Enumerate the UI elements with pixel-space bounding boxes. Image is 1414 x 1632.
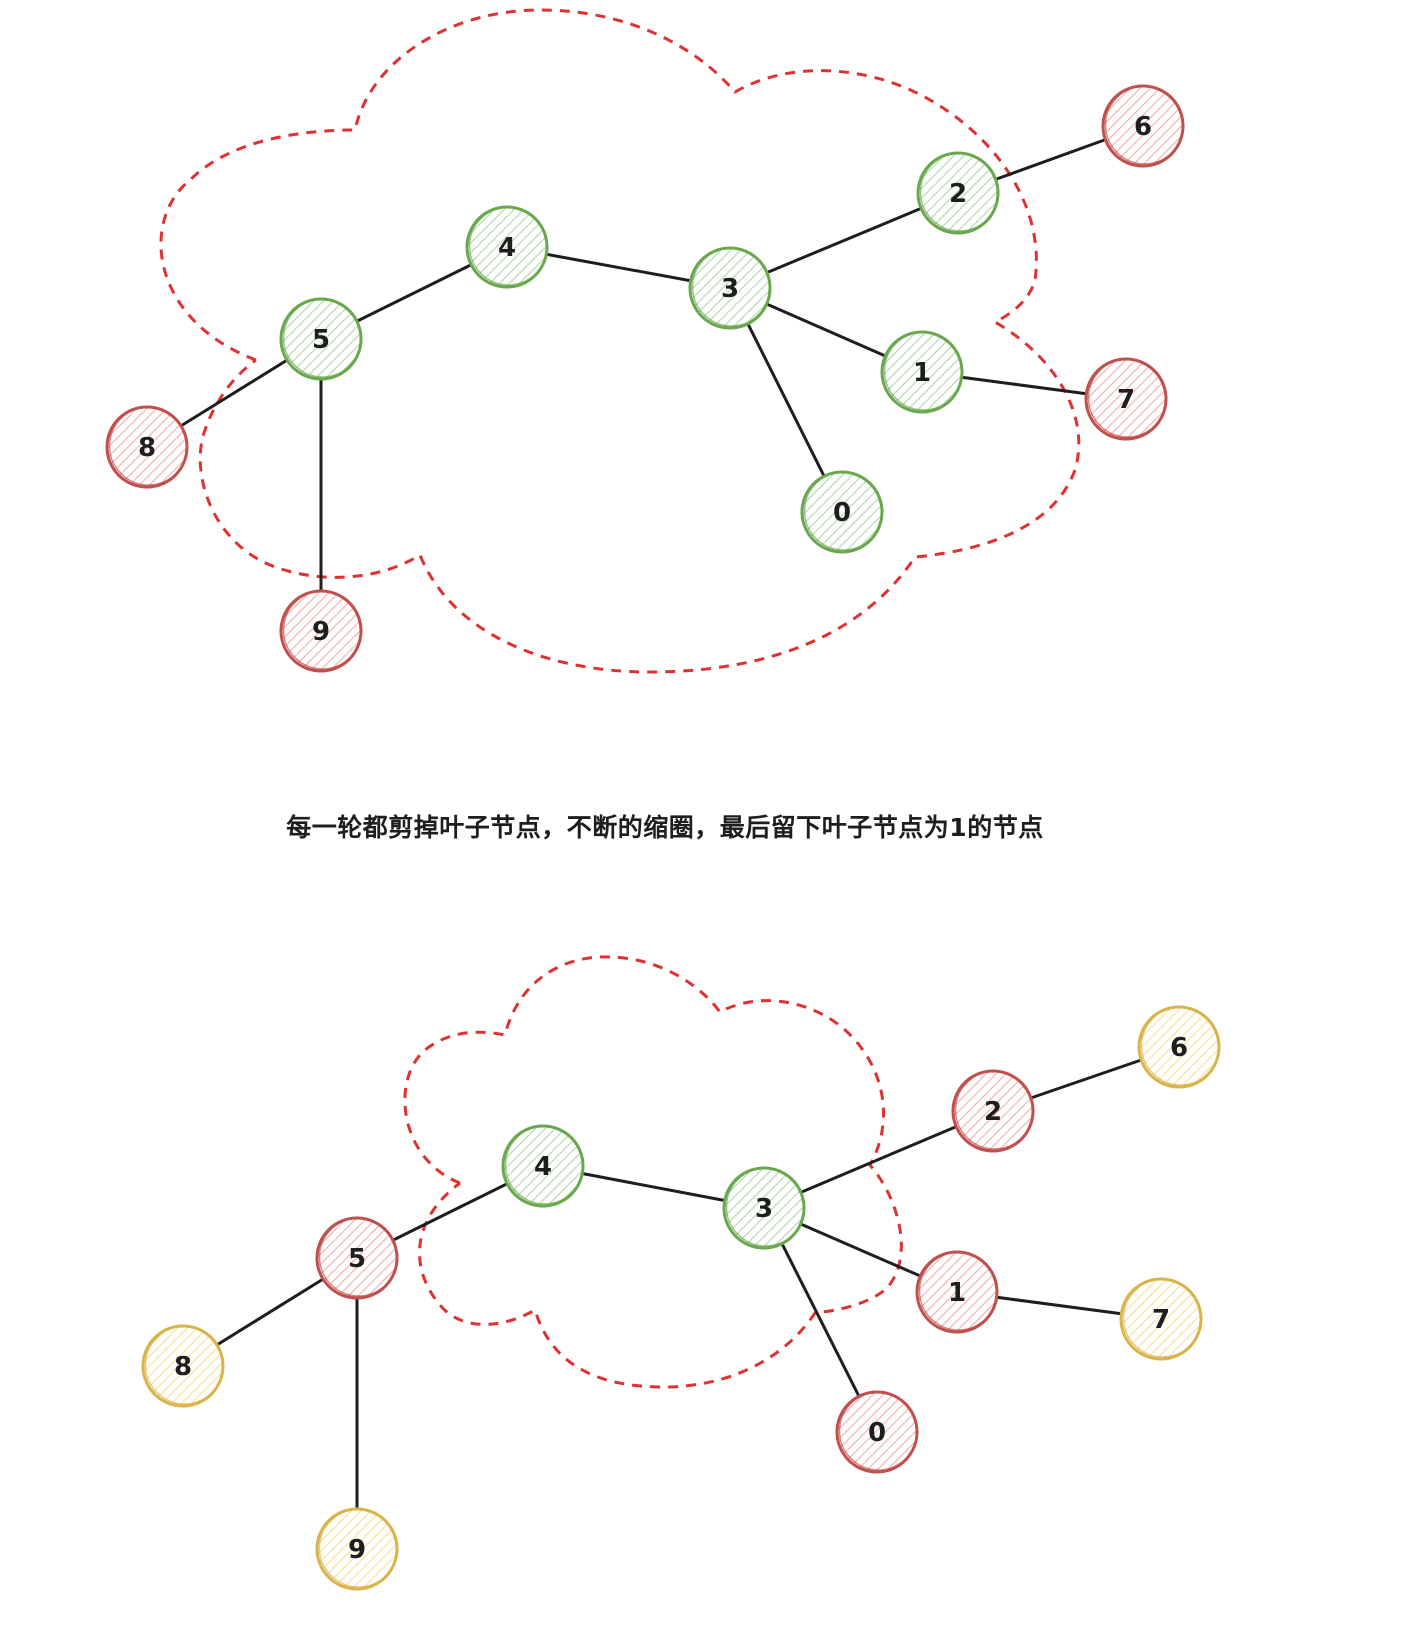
node-label: 6	[1170, 1033, 1188, 1063]
node-label: 0	[868, 1418, 886, 1448]
edge-1-1-7	[960, 375, 1088, 396]
node-label: 5	[312, 325, 330, 355]
cloud-boundary-bottom	[403, 955, 903, 1389]
node-label: 4	[534, 1152, 552, 1182]
node-circle-sketch	[282, 298, 363, 378]
node-circle-sketch	[504, 1125, 585, 1205]
node-2-4: 4	[501, 1124, 585, 1208]
edge-1-5-4	[355, 263, 473, 323]
node-circle-sketch	[919, 152, 1000, 232]
node-label: 5	[348, 1244, 366, 1274]
node-label: 1	[913, 358, 931, 388]
edge-2-5-4	[391, 1182, 509, 1242]
node-1-5: 5	[279, 297, 363, 381]
edge-2-3-1	[799, 1222, 922, 1278]
node-circle-sketch	[838, 1391, 919, 1471]
edge-1-3-2	[765, 206, 923, 275]
edge-2-3-2	[799, 1125, 958, 1194]
node-label: 3	[721, 274, 739, 304]
node-2-5: 5	[315, 1216, 399, 1300]
node-2-9: 9	[315, 1507, 399, 1591]
node-label: 8	[174, 1352, 192, 1382]
edge-2-3-0	[780, 1242, 861, 1398]
node-1-3: 3	[688, 246, 772, 330]
node-1-7: 7	[1084, 357, 1168, 441]
edge-2-4-3	[580, 1171, 727, 1203]
node-2-3: 3	[722, 1166, 806, 1250]
node-circle-sketch	[883, 331, 964, 411]
node-label: 6	[1134, 112, 1152, 142]
node-circle-sketch	[1087, 358, 1168, 438]
node-label: 2	[949, 179, 967, 209]
node-1-4: 4	[465, 205, 549, 289]
node-label: 7	[1117, 385, 1135, 415]
node-2-6: 6	[1137, 1005, 1221, 1089]
node-circle-sketch	[282, 590, 363, 670]
node-circle-sketch	[725, 1167, 806, 1247]
node-label: 8	[138, 433, 156, 463]
node-circle-sketch	[954, 1070, 1035, 1150]
node-label: 9	[348, 1535, 366, 1565]
node-label: 0	[833, 498, 851, 528]
node-label: 9	[312, 617, 330, 647]
edge-1-3-1	[765, 302, 887, 358]
edge-1-3-0	[746, 322, 826, 478]
edge-1-5-8	[179, 358, 289, 428]
node-1-9: 9	[279, 589, 363, 673]
node-circle-sketch	[318, 1217, 399, 1297]
node-label: 1	[948, 1278, 966, 1308]
node-1-8: 8	[105, 405, 189, 489]
edge-2-1-7	[995, 1295, 1123, 1316]
node-2-1: 1	[915, 1250, 999, 1334]
node-1-6: 6	[1101, 84, 1185, 168]
node-circle-sketch	[1122, 1278, 1203, 1358]
edge-1-4-3	[544, 252, 693, 283]
node-2-7: 7	[1119, 1277, 1203, 1361]
node-2-2: 2	[951, 1069, 1035, 1153]
caption-text: 每一轮都剪掉叶子节点，不断的缩圈，最后留下叶子节点为1的节点	[286, 813, 1044, 842]
node-circle-sketch	[1140, 1006, 1221, 1086]
node-label: 7	[1152, 1305, 1170, 1335]
node-circle-sketch	[144, 1325, 225, 1405]
edge-2-2-6	[1029, 1058, 1143, 1100]
node-circle-sketch	[918, 1251, 999, 1331]
node-1-1: 1	[880, 330, 964, 414]
node-circle-sketch	[318, 1508, 399, 1588]
node-circle-sketch	[1104, 85, 1185, 165]
edge-2-5-8	[215, 1277, 325, 1347]
node-circle-sketch	[468, 206, 549, 286]
node-1-2: 2	[916, 151, 1000, 235]
node-label: 4	[498, 233, 516, 263]
node-circle-sketch	[691, 247, 772, 327]
node-2-0: 0	[835, 1390, 919, 1474]
node-label: 2	[984, 1097, 1002, 1127]
node-circle-sketch	[803, 471, 884, 551]
edge-1-2-6	[994, 138, 1107, 181]
node-label: 3	[755, 1194, 773, 1224]
node-2-8: 8	[141, 1324, 225, 1408]
node-1-0: 0	[800, 470, 884, 554]
node-circle-sketch	[108, 406, 189, 486]
